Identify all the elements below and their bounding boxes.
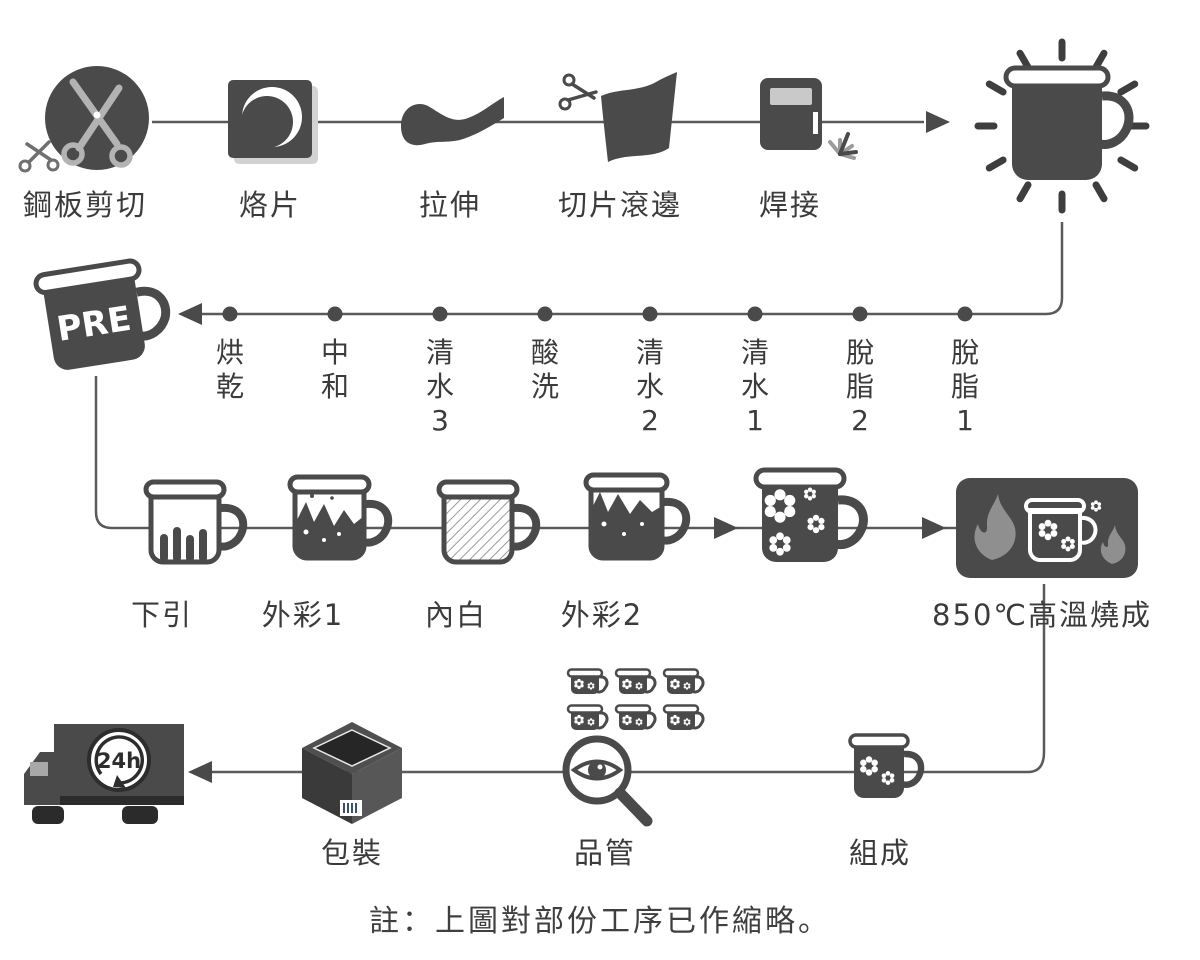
stage3-step-label: 外彩1 bbox=[261, 598, 345, 632]
stage1-step-label: 烙片 bbox=[238, 188, 302, 222]
base-dip-mug-icon bbox=[133, 474, 248, 580]
quality-inspection-icon bbox=[552, 728, 658, 830]
highlight-rays-icon bbox=[974, 38, 1150, 214]
stage1-step-label: 鋼板剪切 bbox=[22, 188, 148, 222]
mini-mug-icon bbox=[614, 666, 658, 696]
mini-mug-icon bbox=[662, 702, 706, 732]
stage4-step-label: 組成 bbox=[848, 836, 912, 870]
stage2-dot bbox=[222, 306, 238, 322]
arrow-left-stage2 bbox=[178, 303, 202, 325]
packaging-box-icon bbox=[298, 718, 406, 828]
mini-mug-icon bbox=[614, 702, 658, 732]
stage2-step-label: 中和 bbox=[320, 336, 349, 404]
stage4-step-label: 品管 bbox=[573, 836, 637, 870]
welding-mask-icon bbox=[756, 76, 864, 172]
stage3-step-label: 內白 bbox=[424, 598, 488, 632]
mini-mug-icon bbox=[662, 666, 706, 696]
stage2-to-stage3-line bbox=[94, 376, 980, 530]
stage2-dot bbox=[957, 306, 973, 322]
stage1-step-label: 拉伸 bbox=[418, 188, 482, 222]
stage2-dot bbox=[747, 306, 763, 322]
stage1-step-label: 焊接 bbox=[758, 188, 822, 222]
inner-white-mug-icon bbox=[426, 474, 541, 580]
stage1-to-stage2-line bbox=[200, 222, 1064, 316]
steel-plate-cutting-icon bbox=[15, 60, 155, 182]
stage2-step-label: 清水2 bbox=[635, 336, 664, 438]
stage2-dot bbox=[852, 306, 868, 322]
arrow-right-stage3a bbox=[714, 517, 738, 539]
mini-mug-icon bbox=[566, 702, 610, 732]
stretch-drawing-icon bbox=[396, 90, 508, 154]
outer-color-2-mug-icon bbox=[572, 466, 691, 578]
wheel-icon bbox=[122, 806, 158, 824]
arrow-right-stage1 bbox=[926, 111, 950, 133]
truck-badge-label: 24h bbox=[97, 749, 141, 773]
blanking-disc-icon bbox=[226, 76, 321, 168]
mini-mug-icon bbox=[566, 666, 610, 696]
stage2-step-label: 清水1 bbox=[740, 336, 769, 438]
arrow-left-stage4 bbox=[188, 761, 212, 783]
stage2-dot bbox=[537, 306, 553, 322]
kiln-firing-icon bbox=[954, 476, 1140, 584]
stage2-step-label: 脫脂1 bbox=[950, 336, 979, 438]
wheel-icon bbox=[32, 806, 64, 824]
assembled-mug-icon bbox=[842, 730, 926, 808]
stage3-step-label: 外彩2 bbox=[560, 598, 644, 632]
stage3-to-stage4-line bbox=[210, 584, 1046, 774]
trim-roll-edge-icon bbox=[556, 70, 691, 178]
stage2-dot bbox=[327, 306, 343, 322]
stage2-step-label: 脫脂2 bbox=[845, 336, 874, 438]
stage2-step-label: 清水3 bbox=[425, 336, 454, 438]
stage3-step-label: 下引 bbox=[130, 598, 194, 632]
stage2-dot bbox=[432, 306, 448, 322]
decorated-mug-icon bbox=[742, 460, 868, 580]
arrow-right-stage3b bbox=[922, 517, 946, 539]
stage1-step-label: 切片滾邊 bbox=[557, 188, 683, 222]
stage3-step-label: 850℃高溫燒成 bbox=[932, 598, 1152, 632]
stage2-dot bbox=[642, 306, 658, 322]
stage4-step-label: 包裝 bbox=[320, 836, 384, 870]
pre-treated-mug-icon: PRE bbox=[17, 241, 187, 393]
outer-color-1-mug-icon bbox=[276, 468, 393, 578]
stage2-step-label: 酸洗 bbox=[530, 336, 559, 404]
mug-batch-icon bbox=[566, 666, 716, 736]
flame-icon bbox=[974, 494, 1016, 560]
formed-mug-icon bbox=[974, 34, 1150, 220]
footnote: 註：上圖對部份工序已作縮略。 bbox=[369, 904, 831, 939]
delivery-truck-icon: 24h bbox=[18, 712, 190, 834]
stage2-step-label: 烘乾 bbox=[215, 336, 244, 404]
flame-icon bbox=[1100, 525, 1126, 564]
